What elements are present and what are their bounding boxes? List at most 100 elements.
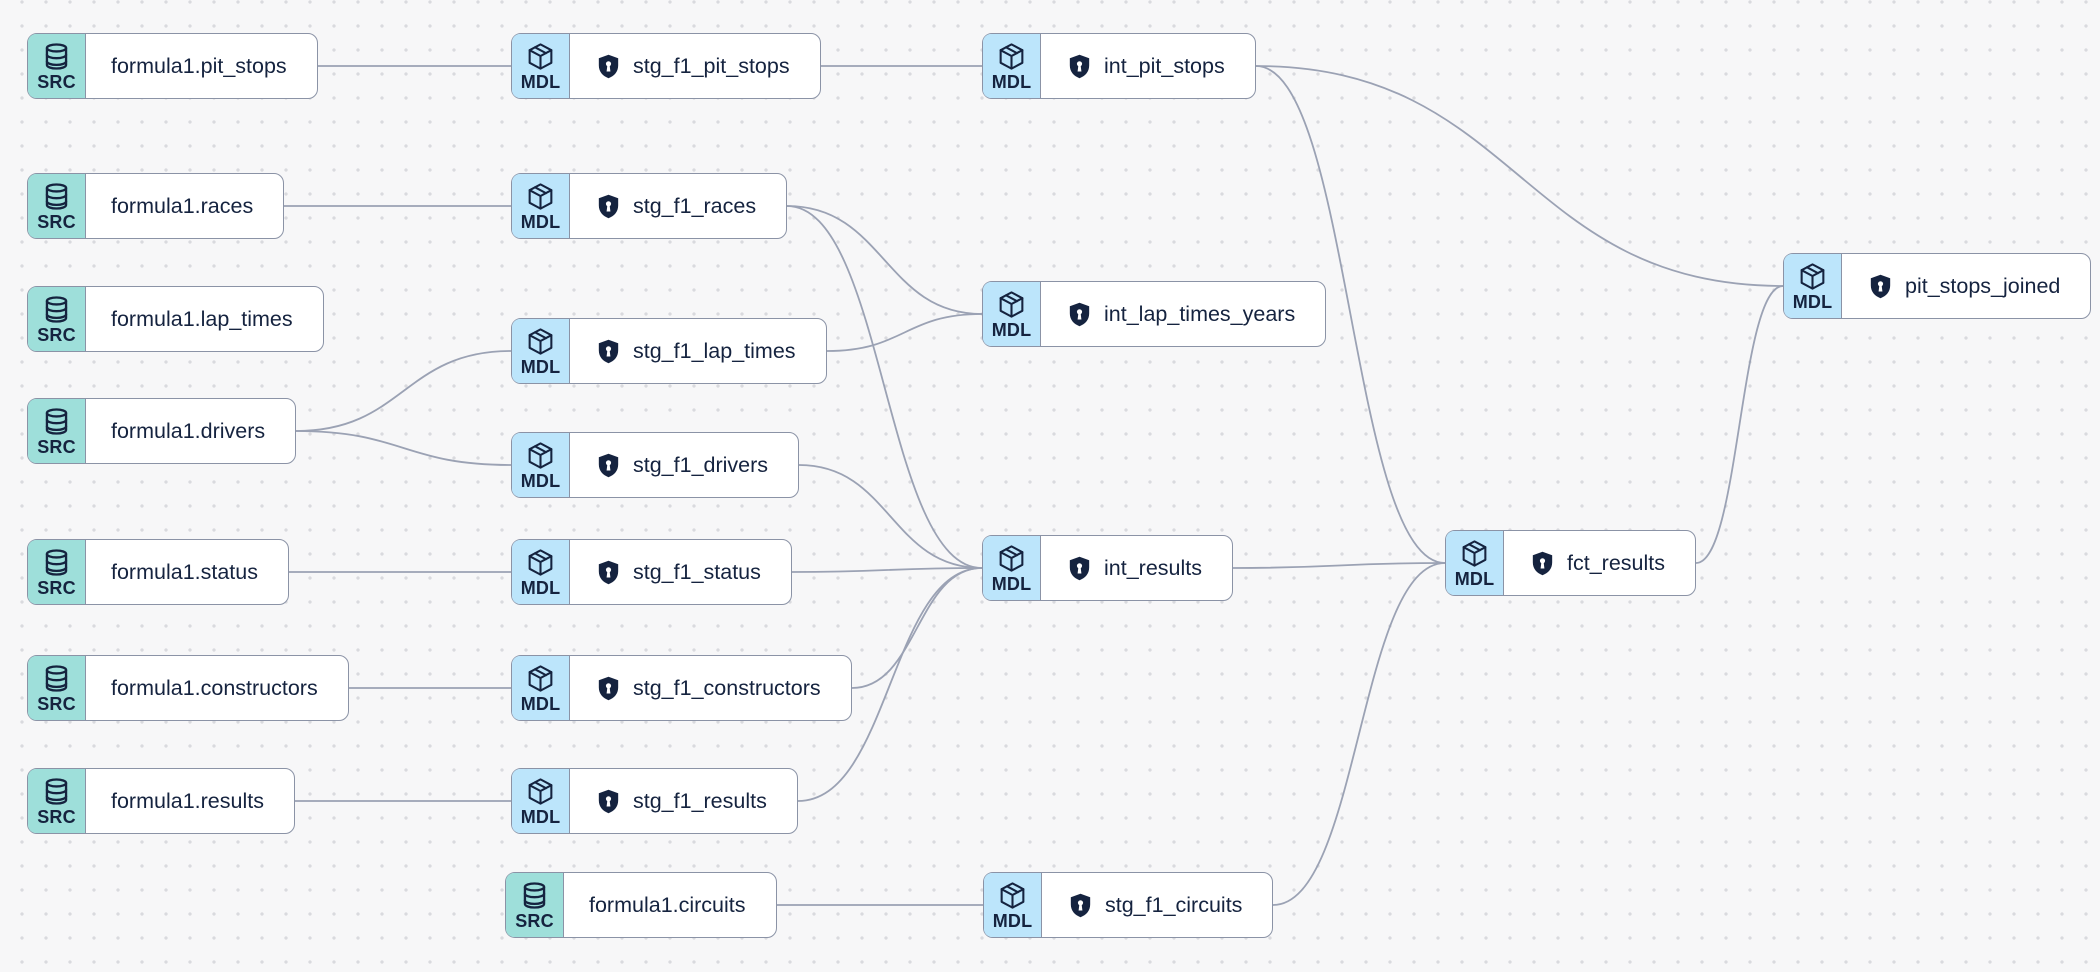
shield-icon (595, 675, 622, 702)
edge-src_drivers-to-stg_f1_drivers (295, 430, 512, 466)
source-type-badge: SRC (28, 287, 86, 351)
badge-label: SRC (37, 694, 76, 714)
database-icon (41, 663, 72, 694)
node-body: int_results (1041, 536, 1232, 600)
badge-label: MDL (991, 320, 1032, 340)
node-body: formula1.circuits (564, 873, 776, 937)
edge-int_results-to-fct_results (1232, 562, 1446, 569)
node-label: int_lap_times_years (1104, 301, 1296, 326)
node-label: int_results (1104, 555, 1202, 580)
model-cube-icon (996, 41, 1027, 72)
badge-label: MDL (992, 911, 1033, 931)
node-int_lap_times_years[interactable]: MDL int_lap_times_years (982, 281, 1327, 347)
shield-icon (595, 788, 622, 815)
model-cube-icon (525, 181, 556, 212)
model-type-badge: MDL (512, 769, 570, 833)
node-label: fct_results (1567, 550, 1665, 575)
node-label: stg_f1_status (633, 559, 761, 584)
source-type-badge: SRC (28, 399, 86, 463)
database-icon (519, 880, 550, 911)
database-icon (41, 41, 72, 72)
database-icon (41, 547, 72, 578)
node-label: pit_stops_joined (1905, 273, 2061, 298)
model-cube-icon (1459, 538, 1490, 569)
node-src_constructors[interactable]: SRC formula1.constructors (27, 655, 349, 721)
edge-stg_f1_races-to-int_results (786, 205, 983, 569)
badge-label: SRC (37, 325, 76, 345)
shield-icon (1867, 273, 1894, 300)
edge-stg_f1_circuits-to-fct_results (1272, 562, 1446, 906)
node-stg_f1_results[interactable]: MDL stg_f1_results (511, 768, 798, 834)
model-type-badge: MDL (1446, 531, 1504, 595)
model-cube-icon (525, 41, 556, 72)
node-label: stg_f1_races (633, 193, 757, 218)
node-body: fct_results (1504, 531, 1695, 595)
edge-stg_f1_lap_times-to-int_lap_times_years (826, 313, 983, 352)
node-fct_results[interactable]: MDL fct_results (1445, 530, 1696, 596)
node-body: formula1.constructors (86, 656, 348, 720)
model-type-badge: MDL (512, 34, 570, 98)
node-stg_f1_status[interactable]: MDL stg_f1_status (511, 539, 792, 605)
badge-label: SRC (37, 807, 76, 827)
badge-label: SRC (37, 578, 76, 598)
node-body: int_pit_stops (1041, 34, 1255, 98)
node-label: stg_f1_drivers (633, 452, 769, 477)
source-type-badge: SRC (28, 769, 86, 833)
node-stg_f1_drivers[interactable]: MDL stg_f1_drivers (511, 432, 800, 498)
edge-stg_f1_races-to-int_lap_times_years (786, 205, 983, 315)
database-icon (41, 294, 72, 325)
shield-icon (1529, 550, 1556, 577)
node-body: stg_f1_results (570, 769, 797, 833)
node-label: formula1.results (111, 788, 264, 813)
node-label: formula1.constructors (111, 675, 318, 700)
edge-src_drivers-to-stg_f1_lap_times (295, 350, 512, 432)
model-type-badge: MDL (512, 540, 570, 604)
node-body: stg_f1_pit_stops (570, 34, 820, 98)
shield-icon (595, 338, 622, 365)
model-cube-icon (525, 547, 556, 578)
source-type-badge: SRC (28, 174, 86, 238)
node-body: formula1.drivers (86, 399, 295, 463)
badge-label: MDL (520, 471, 561, 491)
shield-icon (1066, 555, 1093, 582)
edge-stg_f1_results-to-int_results (797, 567, 983, 802)
node-body: stg_f1_races (570, 174, 786, 238)
shield-icon (1067, 892, 1094, 919)
model-cube-icon (996, 543, 1027, 574)
node-label: formula1.circuits (589, 892, 746, 917)
model-cube-icon (525, 440, 556, 471)
node-src_results[interactable]: SRC formula1.results (27, 768, 295, 834)
shield-icon (1066, 301, 1093, 328)
model-type-badge: MDL (512, 319, 570, 383)
node-label: formula1.races (111, 193, 254, 218)
model-cube-icon (996, 289, 1027, 320)
node-label: stg_f1_constructors (633, 675, 821, 700)
badge-label: MDL (520, 578, 561, 598)
badge-label: MDL (520, 357, 561, 377)
node-label: stg_f1_results (633, 788, 767, 813)
model-cube-icon (525, 663, 556, 694)
edge-stg_f1_status-to-int_results (791, 567, 983, 573)
badge-label: MDL (520, 807, 561, 827)
model-cube-icon (525, 776, 556, 807)
node-body: pit_stops_joined (1842, 254, 2090, 318)
model-type-badge: MDL (984, 873, 1042, 937)
node-src_races[interactable]: SRC formula1.races (27, 173, 285, 239)
node-body: formula1.results (86, 769, 294, 833)
badge-label: SRC (37, 72, 76, 92)
